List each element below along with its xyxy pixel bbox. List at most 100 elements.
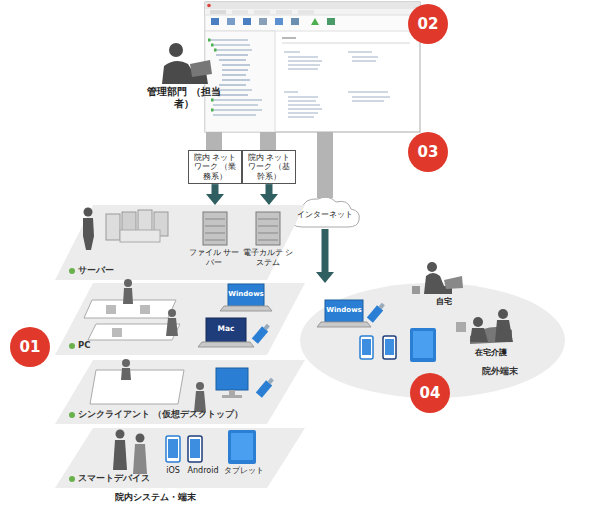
- software-window: [207, 4, 211, 8]
- callout-number: 02: [408, 4, 448, 44]
- software-window: [227, 18, 235, 25]
- server-rack: [203, 212, 227, 245]
- connector: [260, 184, 278, 205]
- software-window: [232, 10, 248, 14]
- laptop-icon: [317, 322, 371, 327]
- plate-label-text: シンクライアント （仮想デスクトップ）: [78, 409, 243, 419]
- text-label: Windows: [228, 290, 264, 298]
- software-window: [288, 97, 318, 98]
- software-window: [205, 2, 420, 132]
- label-text: Windows: [228, 290, 264, 298]
- software-window: [208, 39, 211, 42]
- usb-icon: [264, 324, 270, 330]
- software-window: [352, 101, 384, 102]
- software-window: [327, 18, 335, 25]
- arrow-head: [260, 194, 278, 205]
- connector-line: [266, 184, 273, 195]
- server-room: [83, 208, 168, 251]
- feed-bar: [317, 132, 333, 198]
- monitor-icon: [216, 368, 248, 390]
- plate-label-text: PC: [78, 340, 90, 350]
- person-icon: [169, 43, 183, 57]
- mobile-device: [188, 436, 202, 462]
- software-window: [288, 69, 318, 70]
- mobile-device: [166, 430, 256, 464]
- care-figure: [498, 309, 508, 319]
- server-rack: [205, 226, 225, 227]
- software-window: [282, 37, 296, 38]
- node-label: サーバー: [78, 265, 114, 275]
- text-label: 管理部門 （担当者）: [146, 86, 222, 110]
- software-window: [348, 52, 372, 53]
- office-desks: [88, 324, 180, 340]
- monitor-icon: [229, 390, 235, 395]
- mobile-device: [360, 328, 436, 362]
- software-window: [213, 104, 258, 105]
- label-text: Android: [188, 466, 219, 475]
- software-window: [288, 117, 314, 118]
- laptop-icon: [317, 300, 371, 327]
- software-window: [216, 49, 252, 50]
- area-label: 院外端末: [482, 365, 518, 378]
- software-window: [222, 74, 246, 75]
- software-window: [213, 109, 262, 110]
- node-label: PC: [78, 340, 90, 350]
- software-window: [352, 97, 390, 98]
- reception-counter: [90, 359, 206, 412]
- text-label: iOS: [162, 466, 184, 476]
- plate-outline: [55, 360, 305, 424]
- software-window: [216, 94, 248, 95]
- server-rack: [258, 219, 278, 220]
- mobile-device: [190, 439, 200, 458]
- software-window: [205, 9, 420, 15]
- connector: [206, 184, 224, 205]
- callout-text: 01: [20, 338, 41, 356]
- reception-counter: [194, 391, 206, 412]
- software-window: [211, 18, 219, 25]
- care-figure: [473, 317, 483, 327]
- laptop-icon: [228, 284, 264, 306]
- server-rack: [203, 212, 280, 245]
- software-window: [288, 65, 320, 66]
- mobile-device: [168, 439, 178, 458]
- software-window: [288, 57, 318, 58]
- home-figure: [444, 276, 463, 289]
- person-icon: [162, 43, 212, 84]
- mobile-device: [231, 433, 253, 460]
- server-rack: [256, 212, 280, 245]
- person-icon: [190, 60, 212, 77]
- plate-outline: [55, 205, 305, 280]
- label-text: 電子カルテ システム: [243, 248, 294, 267]
- arrow-head: [316, 272, 334, 283]
- software-window: [288, 101, 316, 102]
- cloud-outline: [291, 197, 359, 227]
- server-rack: [258, 233, 278, 234]
- laptop-icon: [325, 300, 363, 322]
- software-window: [205, 2, 420, 9]
- server-room: [84, 208, 93, 217]
- software-window: [222, 79, 250, 80]
- software-window: [208, 39, 217, 112]
- reception-counter: [90, 370, 184, 404]
- mobile-device: [383, 336, 396, 359]
- software-window: [284, 52, 390, 117]
- label-text: iOS: [166, 466, 180, 475]
- software-window: [259, 18, 267, 25]
- software-window: [205, 2, 420, 132]
- plate-label: シンクライアント （仮想デスクトップ）: [69, 409, 243, 419]
- monitor-icon: [222, 395, 242, 398]
- server-room: [106, 214, 120, 240]
- label-text: 自宅: [436, 297, 452, 306]
- feed-bar: [206, 132, 333, 198]
- office-desks: [112, 328, 122, 337]
- software-window: [254, 10, 270, 14]
- laptop-icon: [198, 342, 254, 347]
- software-window: [205, 31, 275, 132]
- text-label: 電子カルテ システム: [240, 248, 296, 267]
- software-window: [216, 54, 248, 55]
- text-label: Mac: [206, 324, 246, 333]
- software-window: [291, 18, 299, 25]
- software-window: [352, 61, 376, 62]
